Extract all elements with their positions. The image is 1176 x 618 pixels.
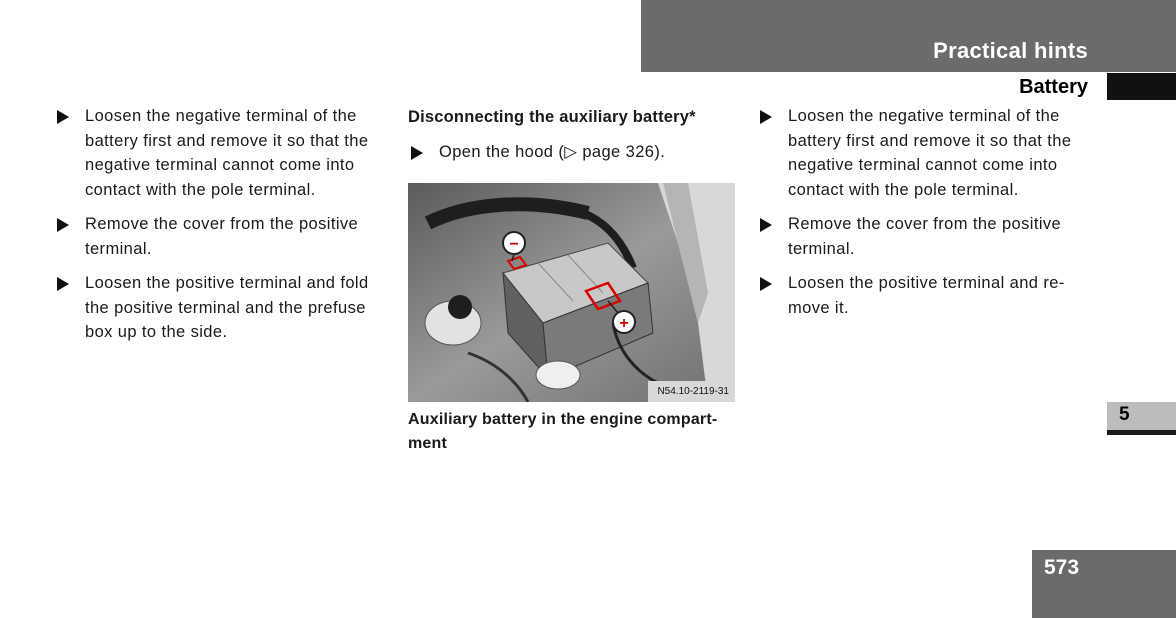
- section-heading: Disconnecting the auxiliary battery*: [408, 108, 696, 126]
- step-item: Loosen the positive terminal and re-move…: [757, 271, 1087, 320]
- step-item: Loosen the negative terminal of the batt…: [757, 104, 1087, 202]
- step-item: Remove the cover from the positive termi…: [54, 212, 384, 261]
- step-item: Open the hood (▷ page 326).: [408, 140, 738, 164]
- triangle-bullet-icon: [760, 277, 772, 291]
- sub-title-tab: [1107, 73, 1176, 100]
- triangle-bullet-icon: [57, 110, 69, 124]
- step-text: Remove the cover from the positive termi…: [788, 215, 1062, 258]
- figure-label: N54.10-2119-31: [657, 386, 729, 397]
- middle-column: Disconnecting the auxiliary battery* Ope…: [408, 104, 738, 174]
- section-title: Practical hints: [933, 38, 1088, 63]
- step-text: Loosen the positive terminal and re-move…: [788, 274, 1065, 317]
- step-item: Loosen the negative terminal of the batt…: [54, 104, 384, 202]
- chapter-tab[interactable]: 5: [1107, 402, 1176, 435]
- step-item: Loosen the positive terminal and fold th…: [54, 271, 384, 345]
- page-number-box: 573: [1032, 550, 1176, 618]
- triangle-bullet-icon: [760, 110, 772, 124]
- triangle-bullet-icon: [57, 277, 69, 291]
- step-item: Remove the cover from the positive termi…: [757, 212, 1087, 261]
- engine-compartment-illustration: − +: [408, 183, 735, 402]
- triangle-bullet-icon: [57, 218, 69, 232]
- figure-caption: Auxiliary battery in the engine compart-…: [408, 411, 718, 452]
- negative-terminal-icon: −: [509, 236, 518, 253]
- step-text: Loosen the negative terminal of the batt…: [788, 107, 1072, 199]
- header-band: [641, 0, 1176, 72]
- step-text: Remove the cover from the positive termi…: [85, 215, 359, 258]
- left-column: Loosen the negative terminal of the batt…: [54, 104, 384, 355]
- page-number: 573: [1044, 556, 1080, 579]
- chapter-number: 5: [1119, 404, 1130, 425]
- triangle-bullet-icon: [760, 218, 772, 232]
- positive-terminal-icon: +: [619, 315, 628, 332]
- right-column: Loosen the negative terminal of the batt…: [757, 104, 1087, 330]
- sub-title: Battery: [1019, 76, 1088, 98]
- step-text: Loosen the positive terminal and fold th…: [85, 274, 369, 341]
- step-text[interactable]: Open the hood (▷ page 326).: [439, 143, 666, 161]
- triangle-bullet-icon: [411, 146, 423, 160]
- battery-figure: − + N54.10-2119-31: [408, 183, 735, 402]
- step-text: Loosen the negative terminal of the batt…: [85, 107, 369, 199]
